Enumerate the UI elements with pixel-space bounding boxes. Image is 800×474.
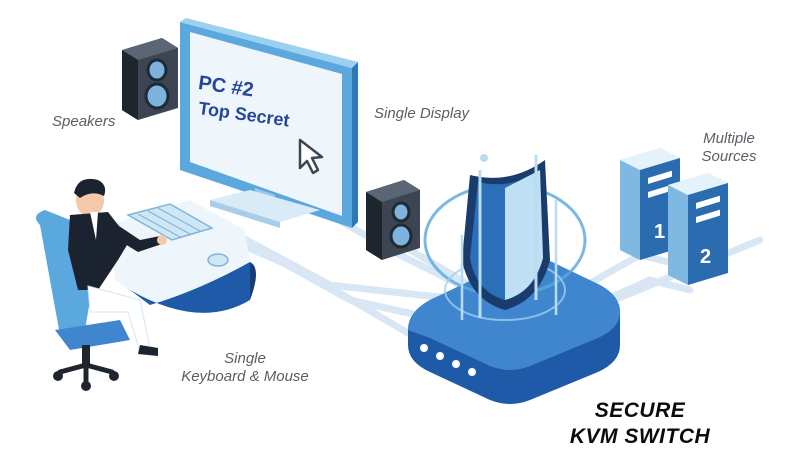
keyboard-mouse-line-2: Keyboard & Mouse bbox=[181, 368, 309, 385]
server-icon-2 bbox=[668, 173, 728, 285]
multiple-sources-line-2: Sources bbox=[701, 148, 757, 165]
server-1-number: 1 bbox=[654, 221, 665, 243]
title-line-2: KVM SWITCH bbox=[569, 425, 711, 448]
cursor-icon bbox=[298, 138, 324, 175]
mouse-icon bbox=[207, 253, 229, 267]
shield-icon bbox=[423, 154, 587, 321]
speaker-left-icon bbox=[122, 38, 178, 120]
chair-icon bbox=[36, 210, 130, 391]
keyboard-mouse-line-1: Single bbox=[224, 350, 266, 367]
diagram-title: SECURE KVM SWITCH bbox=[540, 398, 740, 450]
title-line-1: SECURE bbox=[594, 399, 686, 422]
multiple-sources-line-1: Multiple bbox=[703, 130, 755, 147]
monitor-icon bbox=[180, 18, 358, 228]
speakers-label: Speakers bbox=[52, 113, 116, 130]
keyboard-icon bbox=[126, 203, 214, 241]
keyboard-mouse-label: Single Keyboard & Mouse bbox=[160, 350, 330, 386]
switch-buttons bbox=[420, 344, 476, 376]
single-display-label: Single Display bbox=[374, 105, 470, 122]
desk-icon bbox=[110, 200, 256, 313]
multiple-sources-label: Multiple Sources bbox=[688, 130, 770, 166]
speaker-right-icon bbox=[366, 180, 420, 260]
person-icon bbox=[68, 178, 167, 356]
server-2-number: 2 bbox=[700, 246, 711, 268]
